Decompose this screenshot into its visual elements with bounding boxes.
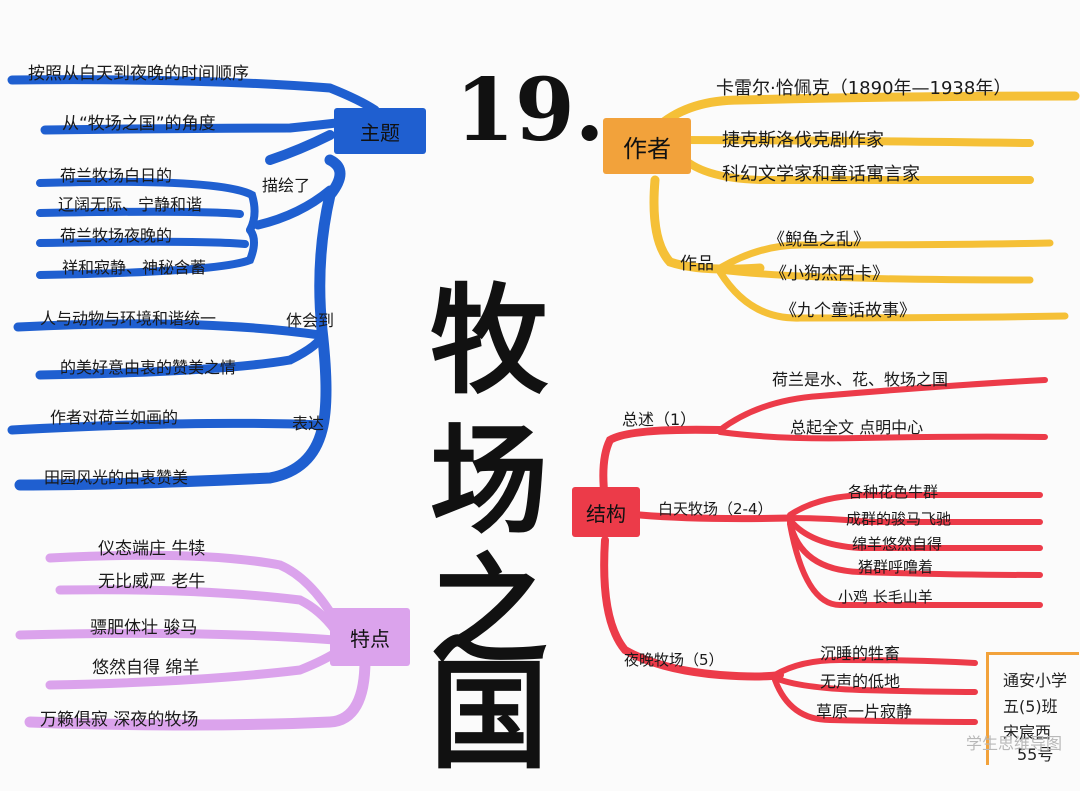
theme-node-box [334, 108, 426, 154]
structure-day-item: 小鸡 长毛山羊 [838, 588, 933, 606]
theme-describe-item: 荷兰牧场夜晚的 [60, 226, 173, 245]
title-char-4: 国 [430, 646, 549, 785]
features-node: 特点 [330, 608, 410, 666]
theme-node: 主题 [334, 108, 426, 154]
features-branches [15, 550, 371, 731]
student-class: 五(5)班 [1003, 697, 1058, 716]
feature-item: 万籁俱寂 深夜的牧场 [40, 710, 199, 730]
theme-node-label: 主题 [360, 120, 400, 145]
structure-day-item: 猪群呼噜着 [858, 558, 934, 576]
features-node-label: 特点 [350, 626, 390, 651]
structure-node-label: 结构 [586, 501, 626, 526]
author-node-label: 作者 [623, 134, 671, 163]
author-works-label: 作品 [680, 254, 714, 274]
structure-overview-item: 荷兰是水、花、牧场之国 [772, 370, 949, 389]
lesson-title: 19. 牧 场 之 国 [425, 60, 605, 785]
author-branches [649, 91, 1080, 322]
feature-item: 无比威严 老牛 [98, 572, 206, 592]
structure-branches [599, 377, 1048, 725]
feature-item: 仪态端庄 牛犊 [98, 539, 206, 559]
theme-describe-item: 荷兰牧场白日的 [60, 166, 173, 185]
structure-day-label: 白天牧场（2-4） [658, 500, 773, 518]
student-school: 通安小学 [1003, 671, 1068, 690]
student-info-box: 通安小学 五(5)班 宋宸西 55号 [986, 652, 1079, 765]
lesson-number: 19. [455, 60, 605, 161]
student-number: 55号 [1017, 745, 1054, 764]
structure-overview-item: 总起全文 点明中心 [790, 418, 924, 437]
watermark: 学生思维导图 [965, 734, 1062, 753]
structure-overview-label: 总述（1） [622, 410, 697, 429]
theme-express-item: 作者对荷兰如画的 [50, 408, 179, 427]
theme-branches [7, 75, 380, 491]
author-item: 捷克斯洛伐克剧作家 [722, 130, 884, 151]
theme-feel-item: 人与动物与环境和谐统一 [40, 309, 217, 328]
structure-node-box [572, 487, 640, 537]
theme-feel-item: 的美好意由衷的赞美之情 [60, 358, 237, 377]
features-node-box [330, 608, 410, 666]
theme-feel-label: 体会到 [286, 311, 335, 330]
feature-item: 悠然自得 绵羊 [92, 658, 200, 678]
author-work: 《小狗杰西卡》 [770, 264, 889, 284]
author-item: 科幻文学家和童话寓言家 [722, 164, 920, 185]
theme-express-item: 田园风光的由衷赞美 [44, 468, 189, 487]
theme-describe-item: 辽阔无际、宁静和谐 [58, 195, 203, 214]
structure-night-item: 草原一片寂静 [816, 702, 913, 721]
author-node-box [603, 118, 691, 174]
structure-night-item: 沉睡的牲畜 [820, 644, 901, 663]
structure-day-item: 成群的骏马飞驰 [846, 510, 952, 528]
theme-describe-label: 描绘了 [262, 176, 311, 195]
theme-item: 从“牧场之国”的角度 [62, 114, 216, 134]
structure-day-item: 绵羊悠然自得 [852, 535, 943, 553]
structure-night-label: 夜晚牧场（5） [624, 651, 724, 669]
feature-item: 骠肥体壮 骏马 [90, 618, 198, 638]
title-char-1: 牧 [430, 271, 549, 410]
structure-day-item: 各种花色牛群 [848, 483, 939, 501]
author-node: 作者 [603, 118, 691, 174]
author-item: 卡雷尔·恰佩克（1890年—1938年） [716, 78, 1012, 99]
author-work: 《九个童话故事》 [780, 301, 916, 321]
title-char-2: 场 [430, 411, 549, 550]
title-char-3: 之 [430, 541, 549, 680]
structure-node: 结构 [572, 487, 640, 537]
theme-item: 按照从白天到夜晚的时间顺序 [28, 64, 249, 84]
student-name: 宋宸西 [1003, 723, 1052, 742]
theme-describe-item: 祥和寂静、神秘含蓄 [62, 258, 207, 277]
theme-express-label: 表达 [292, 414, 325, 433]
author-work: 《鲵鱼之乱》 [768, 230, 870, 250]
structure-night-item: 无声的低地 [820, 672, 901, 691]
